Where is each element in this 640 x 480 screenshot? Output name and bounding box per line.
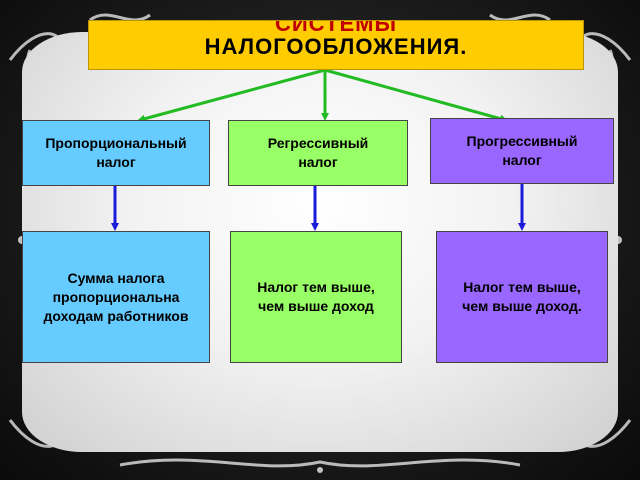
proportional-tax-description-box: Сумма налога пропорциональна доходам раб… (22, 231, 210, 363)
regressive-tax-label: Регрессивный налог (267, 135, 369, 170)
connector-title-to-progressive (324, 68, 508, 123)
proportional-tax-box: Пропорциональный налог (22, 120, 210, 186)
regressive-tax-description: Налог тем выше, чем выше доход (257, 279, 375, 314)
title-box: СИСТЕМЫ НАЛОГООБЛОЖЕНИЯ. (88, 20, 584, 70)
progressive-tax-description-box: Налог тем выше, чем выше доход. (436, 231, 608, 363)
regressive-tax-description-box: Налог тем выше, чем выше доход (230, 231, 402, 363)
progressive-tax-description: Налог тем выше, чем выше доход. (462, 279, 582, 314)
proportional-tax-description: Сумма налога пропорциональна доходам раб… (43, 269, 189, 324)
proportional-tax-label: Пропорциональный налог (45, 135, 187, 170)
progressive-tax-label: Прогрессивный налог (466, 133, 578, 168)
title-line-top: СИСТЕМЫ (274, 20, 398, 36)
connector-title-to-proportional (137, 68, 326, 123)
title-line-main: НАЛОГООБЛОЖЕНИЯ. (204, 34, 468, 59)
progressive-tax-box: Прогрессивный налог (430, 118, 614, 184)
regressive-tax-box: Регрессивный налог (228, 120, 408, 186)
